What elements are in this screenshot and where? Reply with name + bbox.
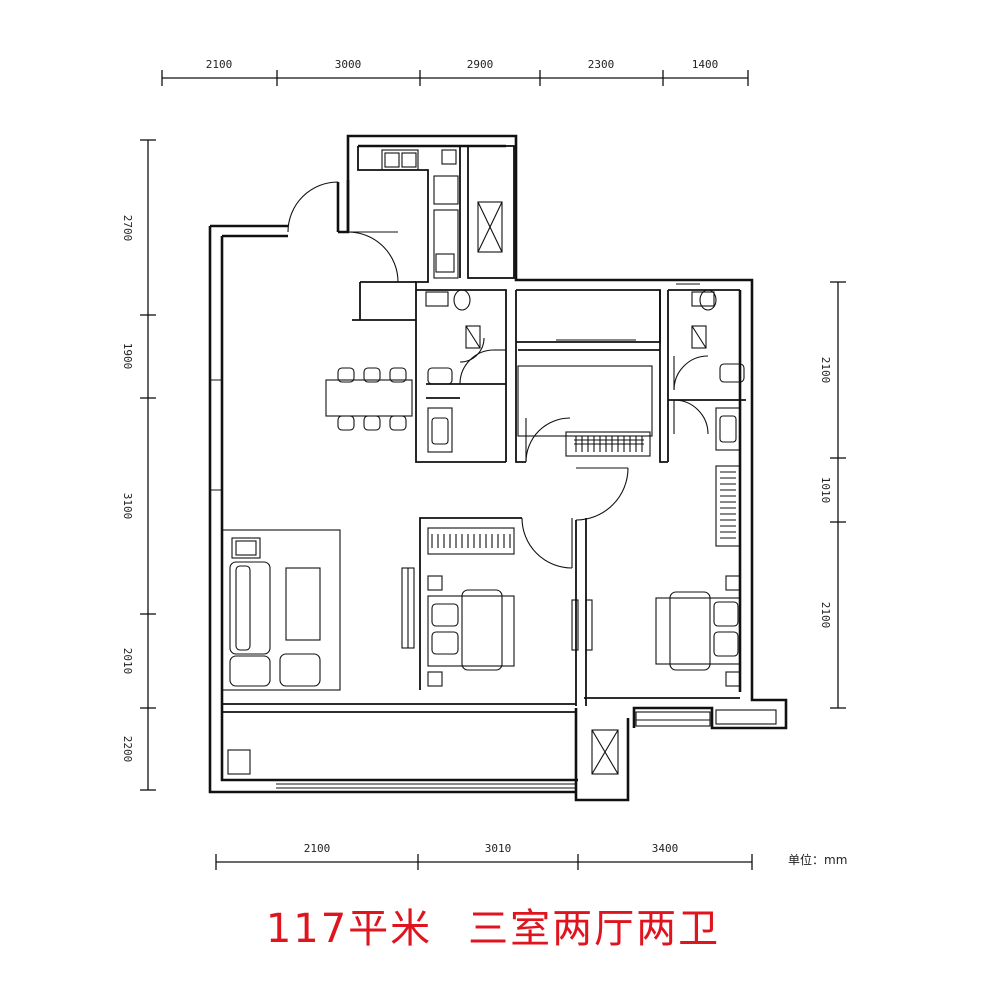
dim-top-4: 2300 — [588, 58, 615, 71]
dim-bottom-3: 3400 — [652, 842, 679, 855]
dim-left-3: 3100 — [121, 493, 134, 520]
dimension-top-line — [161, 70, 749, 86]
bathroom-fixtures — [425, 289, 745, 453]
balcony-fixtures — [227, 599, 777, 775]
dining-table — [325, 367, 413, 431]
dim-top-2: 3000 — [335, 58, 362, 71]
dim-bottom-2: 3010 — [485, 842, 512, 855]
caption-area: 117平米 — [265, 906, 433, 952]
living-room-tv — [401, 567, 415, 649]
dim-bottom-1: 2100 — [304, 842, 331, 855]
dim-left-1: 2700 — [121, 215, 134, 242]
dimension-bottom-line — [215, 854, 753, 870]
dim-left-2: 1900 — [121, 343, 134, 370]
dimension-right-line — [830, 281, 846, 709]
dim-right-2: 1010 — [819, 477, 832, 504]
master-bedroom-bed — [517, 365, 653, 457]
dimension-labels: 2100 3000 2900 2300 1400 2100 3010 3400 … — [121, 58, 847, 867]
dim-top-5: 1400 — [692, 58, 719, 71]
unit-note: 单位：mm — [788, 852, 847, 867]
dim-right-3: 2100 — [819, 602, 832, 629]
dim-top-1: 2100 — [206, 58, 233, 71]
bedroom3-bed — [655, 465, 741, 687]
interior-walls — [222, 145, 746, 713]
bedroom2-bed — [427, 527, 515, 687]
dim-left-4: 2010 — [121, 648, 134, 675]
kitchen-counter — [381, 149, 503, 279]
dim-left-5: 2200 — [121, 736, 134, 763]
dimension-left-line — [140, 139, 156, 791]
exterior-walls — [208, 134, 788, 802]
dim-right-1: 2100 — [819, 357, 832, 384]
floor-plan-caption: 117平米三室两厅两卫 — [0, 896, 986, 954]
living-room-sofa — [221, 529, 341, 691]
caption-layout: 三室两厅两卫 — [468, 906, 721, 952]
dim-top-3: 2900 — [467, 58, 494, 71]
doors — [287, 181, 709, 569]
